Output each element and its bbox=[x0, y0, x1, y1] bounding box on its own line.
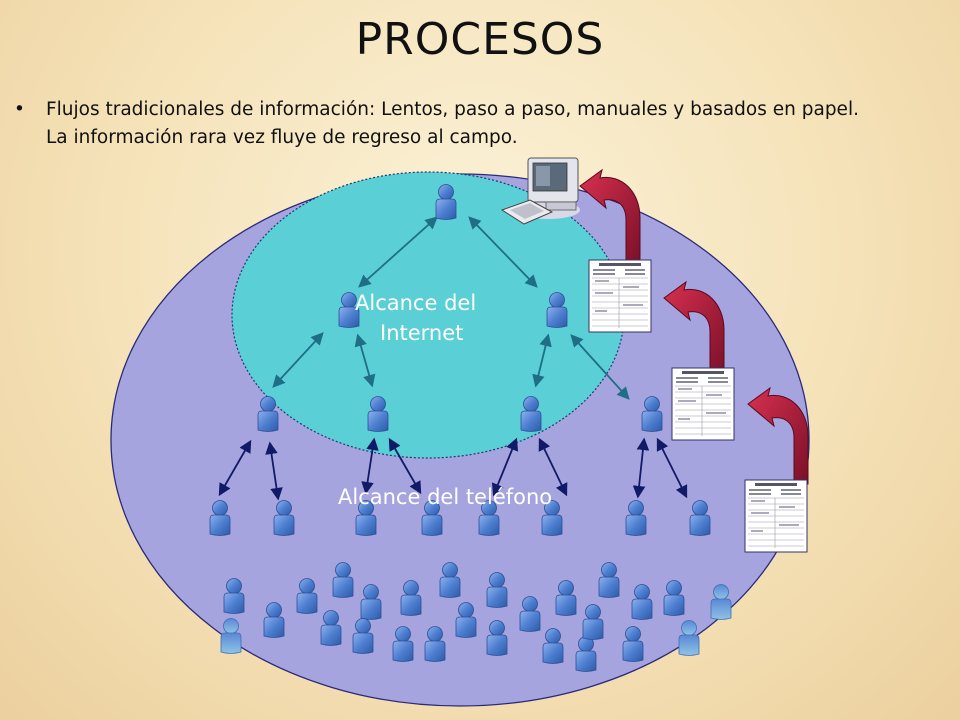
internet-reach-label-line1: Alcance del bbox=[355, 291, 477, 315]
connection-arrow bbox=[632, 437, 650, 499]
person-icon bbox=[519, 596, 541, 632]
internet-reach-label-line2: Internet bbox=[380, 321, 464, 345]
person-icon bbox=[575, 636, 597, 672]
person-icon bbox=[555, 580, 577, 616]
person-icon bbox=[352, 618, 374, 654]
connection-arrow bbox=[265, 441, 283, 501]
paper-form-icon bbox=[671, 367, 735, 441]
person-icon bbox=[209, 500, 231, 536]
person-icon bbox=[542, 628, 564, 664]
person-icon bbox=[435, 184, 457, 220]
person-icon bbox=[439, 562, 461, 598]
connection-arrow bbox=[354, 333, 376, 388]
connection-arrow bbox=[358, 216, 438, 288]
person-icon bbox=[424, 626, 446, 662]
paper-form-icon bbox=[744, 479, 808, 553]
person-icon bbox=[486, 620, 508, 656]
person-icon bbox=[400, 580, 422, 616]
page-title: PROCESOS bbox=[355, 14, 605, 65]
person-icon bbox=[332, 562, 354, 598]
person-icon bbox=[455, 602, 477, 638]
person-icon bbox=[273, 500, 295, 536]
connection-arrow bbox=[468, 216, 538, 288]
person-icon bbox=[520, 396, 542, 432]
person-icon bbox=[296, 578, 318, 614]
person-icon bbox=[663, 580, 685, 616]
person-icon bbox=[689, 500, 711, 536]
connection-arrow bbox=[570, 334, 630, 400]
bullet-line-1: Flujos tradicionales de información: Len… bbox=[46, 99, 859, 120]
person-icon bbox=[263, 602, 285, 638]
person-icon bbox=[631, 584, 653, 620]
person-icon bbox=[625, 500, 647, 536]
internet-reach-label: Alcance del Internet bbox=[330, 288, 530, 348]
connection-arrow bbox=[538, 437, 568, 497]
person-icon bbox=[220, 618, 242, 654]
person-icon bbox=[622, 626, 644, 662]
person-icon bbox=[486, 572, 508, 608]
person-icon bbox=[257, 396, 279, 432]
connection-arrow bbox=[272, 332, 324, 388]
bullet-symbol: • bbox=[14, 99, 25, 120]
bullet-text: Flujos tradicionales de información: Len… bbox=[46, 96, 944, 152]
person-icon bbox=[367, 396, 389, 432]
connection-arrow bbox=[656, 437, 688, 499]
connection-arrow bbox=[218, 439, 252, 497]
bullet-item: • Flujos tradicionales de información: L… bbox=[14, 96, 944, 152]
person-icon bbox=[678, 620, 700, 656]
phone-reach-label: Alcance del teléfono bbox=[338, 485, 553, 509]
bullet-line-2: La información rara vez fluye de regreso… bbox=[46, 127, 518, 148]
computer-icon bbox=[500, 157, 580, 225]
person-icon bbox=[320, 610, 342, 646]
person-icon bbox=[360, 584, 382, 620]
connection-arrow bbox=[532, 333, 552, 388]
person-icon bbox=[546, 292, 568, 328]
person-icon bbox=[641, 396, 663, 432]
person-icon bbox=[598, 562, 620, 598]
person-icon bbox=[392, 626, 414, 662]
paper-form-icon bbox=[588, 259, 652, 333]
connection-arrow bbox=[491, 437, 519, 497]
person-icon bbox=[582, 604, 604, 640]
connection-arrow bbox=[388, 437, 422, 495]
person-icon bbox=[223, 578, 245, 614]
person-icon bbox=[710, 584, 732, 620]
connection-arrow bbox=[361, 437, 379, 495]
